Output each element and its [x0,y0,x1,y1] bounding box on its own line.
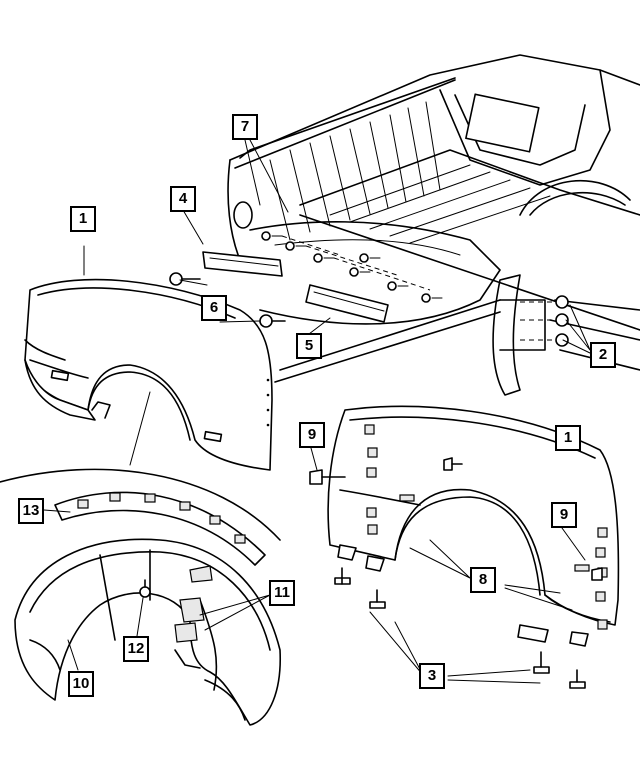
callout-2-nuts: 2 [590,342,616,368]
splash-shield-pieces [202,251,389,323]
callout-13-strip: 13 [18,498,44,524]
callout-6-bolts: 6 [201,295,227,321]
callout-9-left: 9 [299,422,325,448]
callout-3-screws: 3 [419,663,445,689]
callout-11: 11 [269,580,295,606]
callout-4: 4 [170,186,196,212]
bolt-group-6 [169,272,286,328]
nut-group-2 [520,295,569,347]
leader-lines [43,139,591,684]
callout-8: 8 [470,567,496,593]
callout-12-clip: 12 [123,636,149,662]
callout-1-left-fender: 1 [70,206,96,232]
callout-9-right: 9 [551,502,577,528]
truck-bed-illustration [227,54,640,396]
callout-7: 7 [232,114,258,140]
wheelhouse-liner [0,468,281,726]
left-fender-flare [24,278,273,471]
callout-10-liner: 10 [68,671,94,697]
callout-1-right-fender: 1 [555,425,581,451]
callout-5: 5 [296,333,322,359]
fastener-studs [261,231,443,303]
screws [309,457,603,689]
